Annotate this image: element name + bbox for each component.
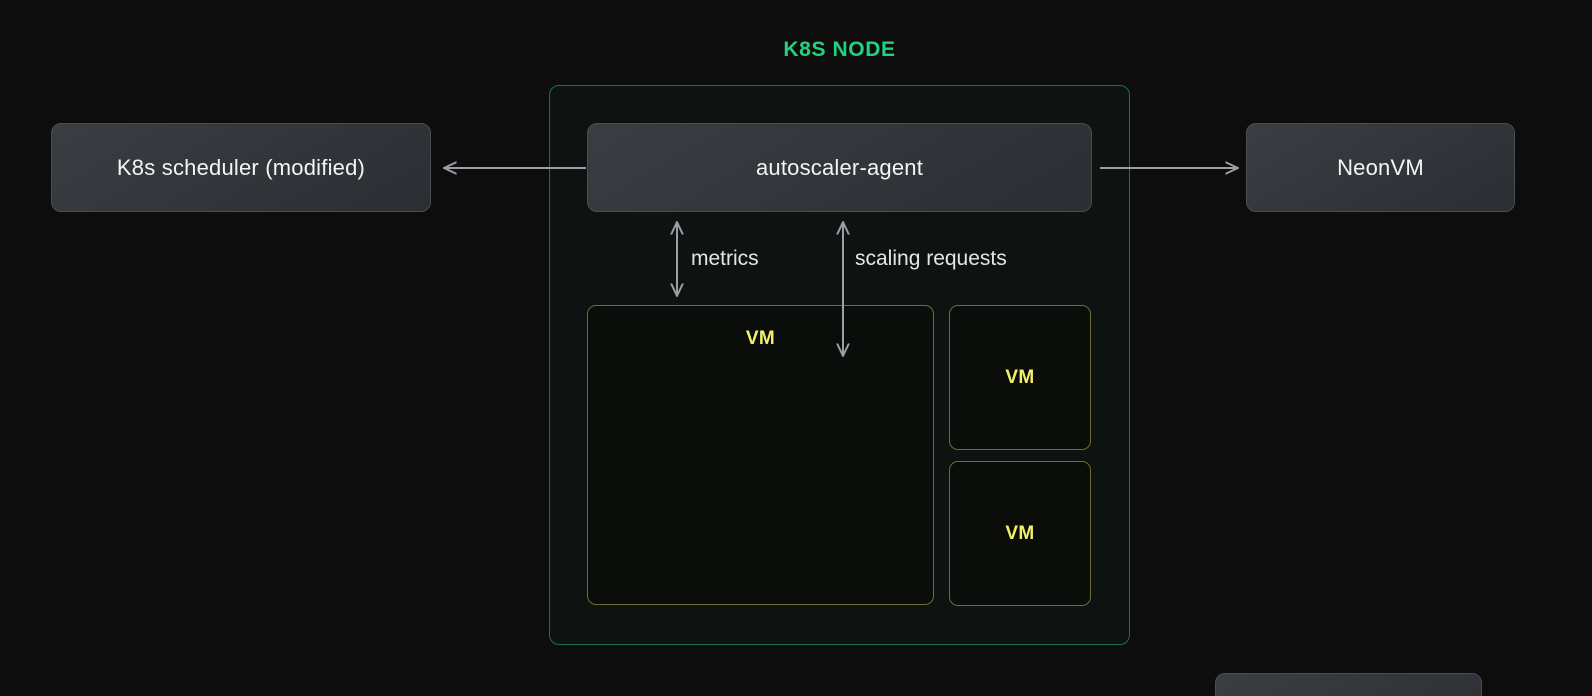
- autoscaler-agent-box[interactable]: autoscaler-agent: [587, 123, 1092, 212]
- neonvm-box[interactable]: NeonVM: [1246, 123, 1515, 212]
- k8s-scheduler-box[interactable]: K8s scheduler (modified): [51, 123, 431, 212]
- vm-box-primary[interactable]: VM vm-informant Postgres: [587, 305, 1482, 696]
- vm-label-secondary-2: VM: [1005, 522, 1035, 544]
- vm-box-secondary-2[interactable]: VM: [949, 461, 1091, 606]
- vm-informant-box[interactable]: vm-informant: [1215, 673, 1482, 696]
- scaling-requests-label: scaling requests: [855, 247, 1007, 270]
- vm-label-primary: VM: [745, 328, 776, 349]
- metrics-label: metrics: [691, 247, 759, 270]
- k8s-node-title: K8S NODE: [783, 38, 896, 61]
- vm-label-secondary-1: VM: [1005, 366, 1035, 388]
- vm-box-secondary-1[interactable]: VM: [949, 305, 1091, 450]
